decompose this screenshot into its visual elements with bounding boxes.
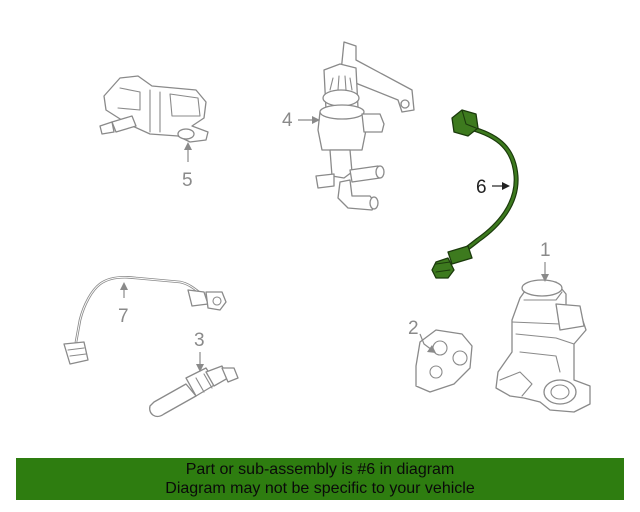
callout-label-1: 1: [540, 240, 551, 261]
part-2-gasket[interactable]: [415, 329, 473, 393]
banner-line-1: Part or sub-assembly is #6 in diagram: [185, 461, 455, 478]
callout-6: 6: [476, 177, 510, 198]
callout-label-3: 3: [194, 330, 205, 351]
callout-4: 4: [282, 110, 320, 131]
callout-1: 1: [540, 240, 551, 282]
part-5-solenoid[interactable]: [99, 75, 209, 143]
part-4-regulator[interactable]: [315, 41, 415, 211]
callout-2: 2: [408, 318, 436, 353]
callout-label-2: 2: [408, 318, 419, 339]
callout-label-4: 4: [282, 110, 293, 131]
banner-line-2: Diagram may not be specific to your vehi…: [165, 480, 475, 497]
callout-3: 3: [194, 330, 205, 372]
callout-label-6: 6: [476, 177, 487, 198]
part-6-oxygen-sensor[interactable]: [431, 109, 519, 279]
part-7-oxygen-sensor[interactable]: [63, 275, 227, 365]
parts-diagram: 5 4 6: [63, 41, 591, 418]
info-banner: Part or sub-assembly is #6 in diagram Di…: [16, 458, 624, 500]
part-1-egr-valve[interactable]: [495, 279, 591, 413]
part-3-sensor[interactable]: [149, 365, 239, 418]
callout-label-5: 5: [182, 170, 193, 191]
callout-5: 5: [182, 142, 193, 191]
callout-label-7: 7: [118, 306, 129, 327]
callout-7: 7: [118, 282, 129, 327]
